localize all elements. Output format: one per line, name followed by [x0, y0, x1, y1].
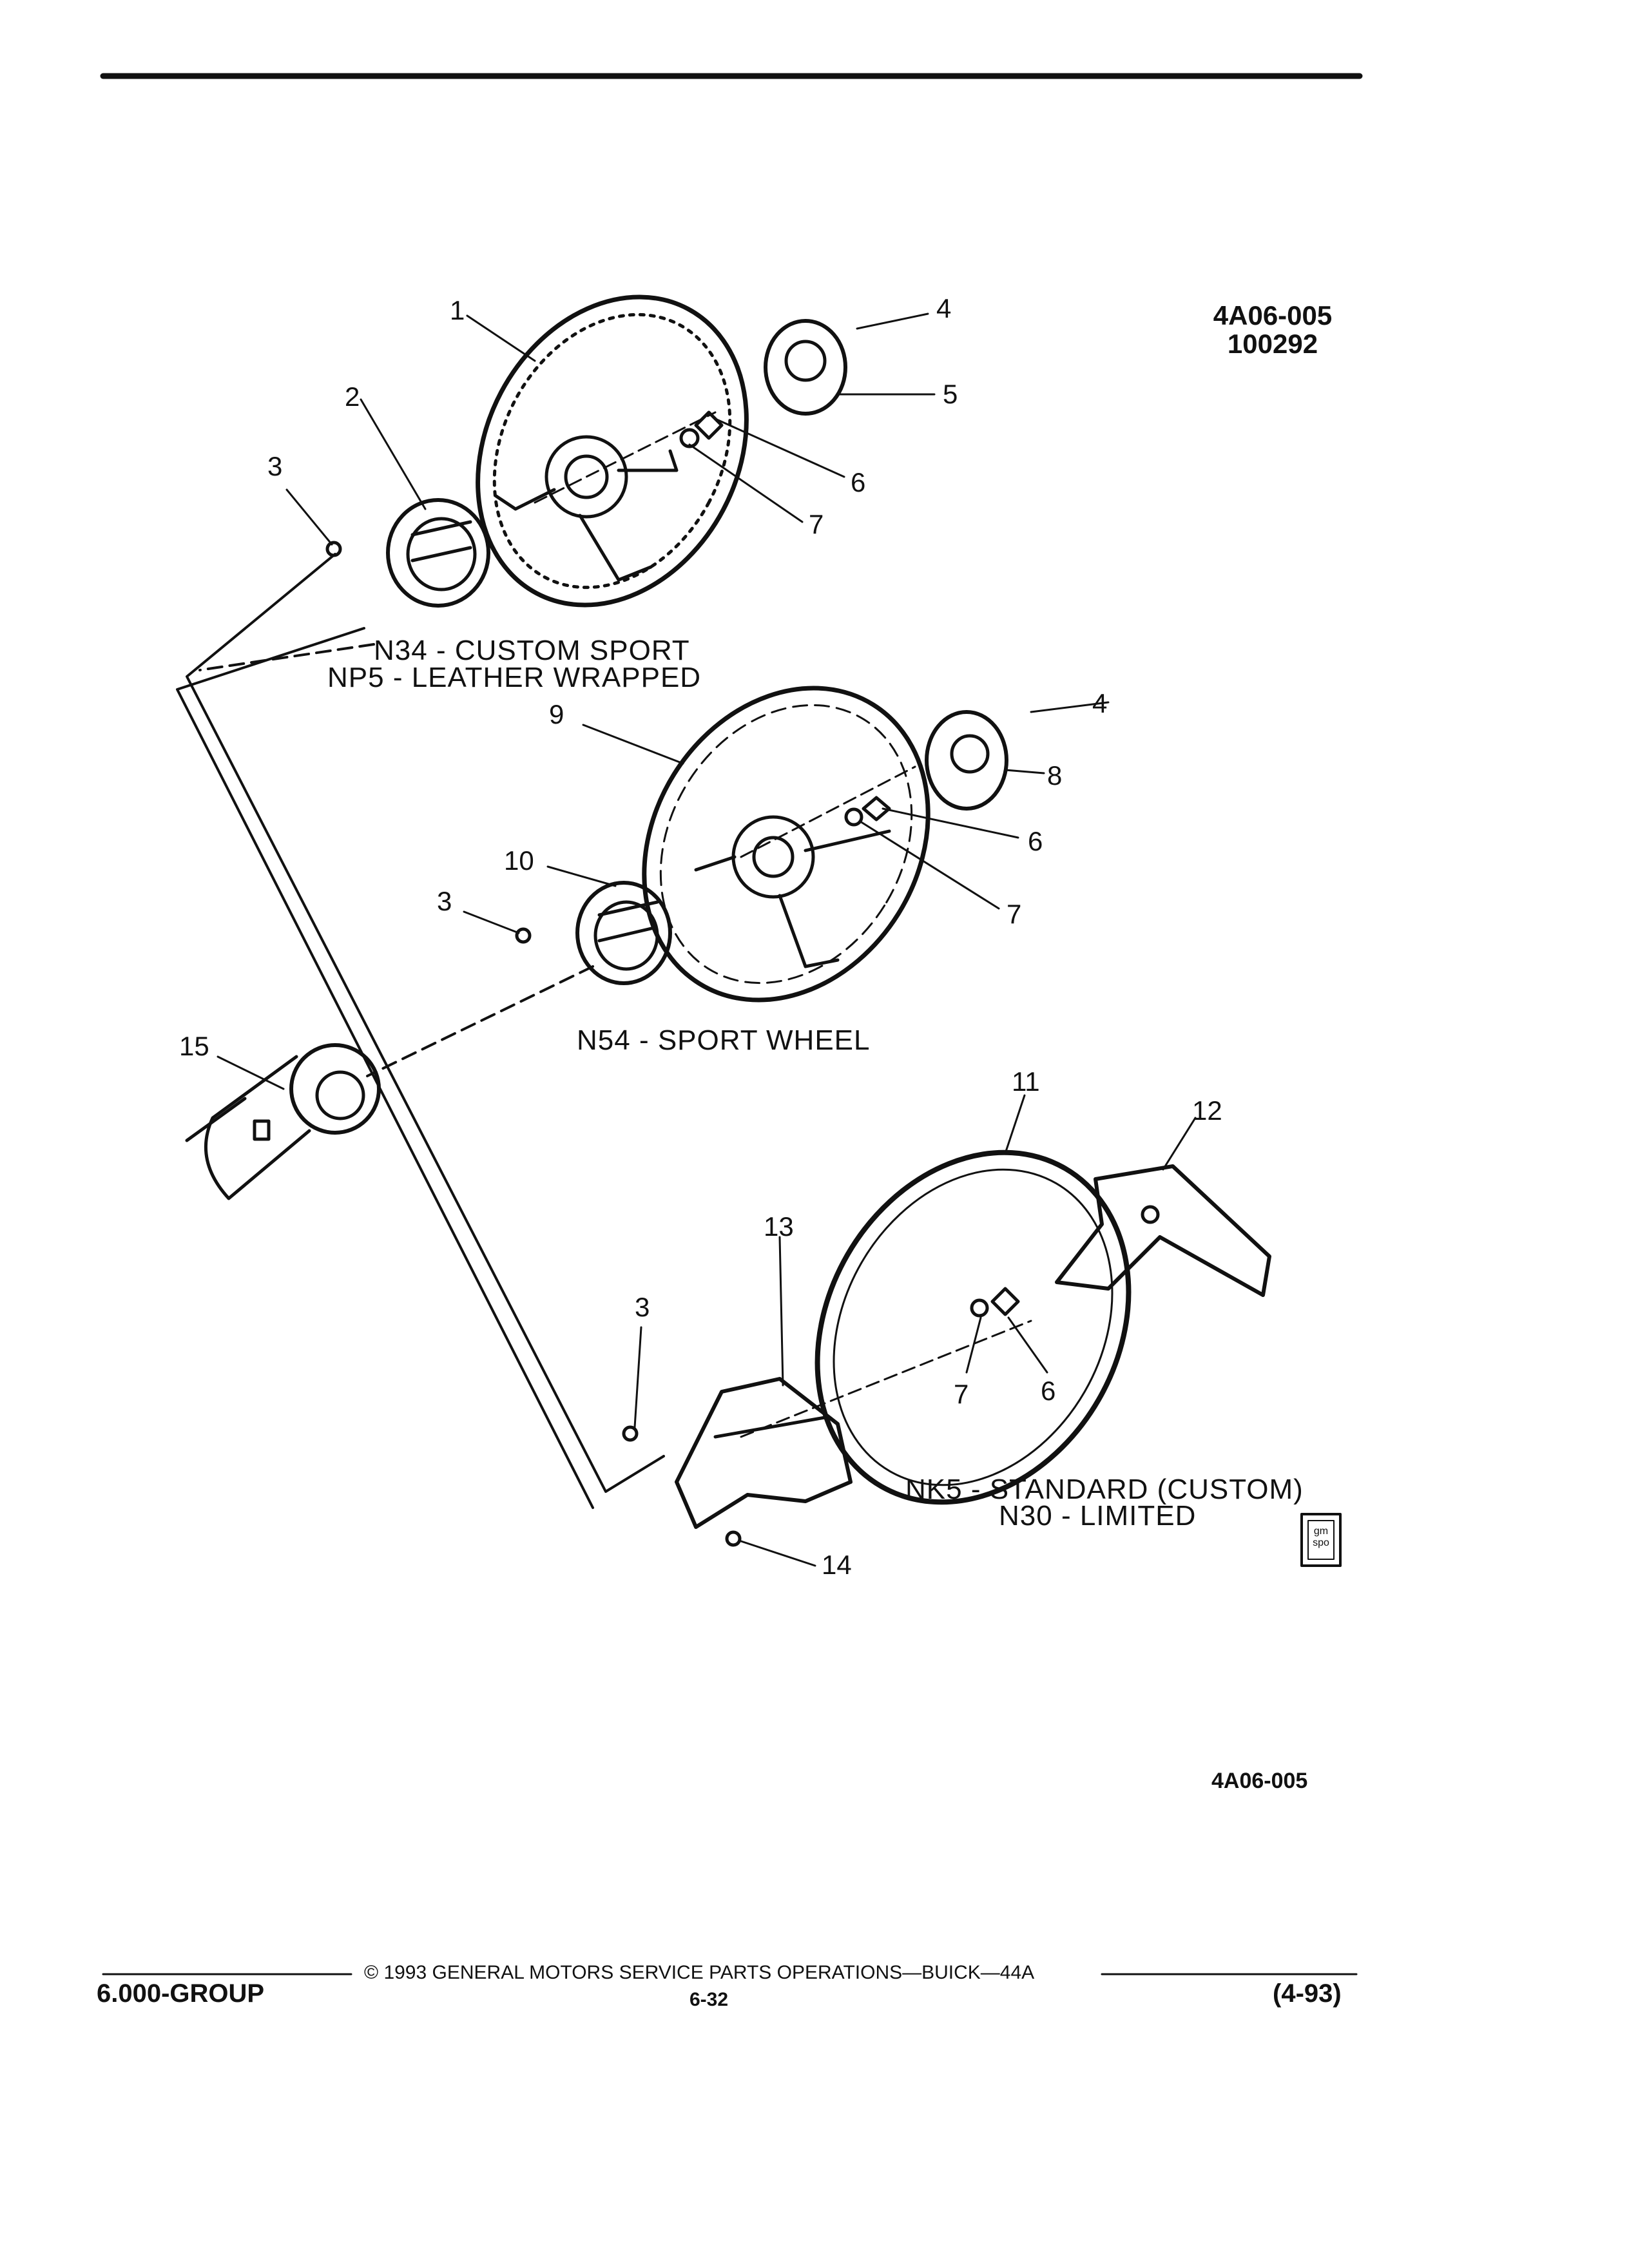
callout-6: 6: [851, 467, 866, 497]
wheel-1-assembly: [325, 294, 847, 608]
footer-group: 6.000-GROUP: [97, 1979, 265, 2008]
callout-8: 8: [1047, 760, 1063, 791]
figure-id-bottom: 4A06-005: [1211, 1769, 1308, 1793]
caption-standard-custom: NK5 - STANDARD (CUSTOM): [905, 1474, 1304, 1505]
callout-12: 12: [1192, 1095, 1222, 1126]
callout-2: 2: [345, 381, 360, 412]
callout-9: 9: [549, 699, 564, 729]
callout-10: 10: [504, 845, 534, 876]
callout-3: 3: [635, 1292, 650, 1322]
callout-11: 11: [1012, 1066, 1040, 1097]
callout-15: 15: [179, 1031, 209, 1061]
caption-sport-wheel: N54 - SPORT WHEEL: [577, 1024, 871, 1056]
callout-6: 6: [1028, 826, 1043, 856]
callout-3: 3: [267, 451, 283, 481]
callout-13: 13: [764, 1211, 794, 1242]
callout-3: 3: [437, 886, 452, 916]
wheel-3-assembly: [622, 1149, 1271, 1547]
callout-7: 7: [954, 1379, 969, 1409]
caption-limited: N30 - LIMITED: [999, 1500, 1197, 1532]
figure-number: 4A06-005: [1213, 300, 1333, 331]
connector-lines: [176, 553, 665, 1509]
gm-spo-logo: gm spo: [1313, 1526, 1329, 1548]
callout-4: 4: [936, 293, 952, 323]
caption-leather-wrapped: NP5 - LEATHER WRAPPED: [327, 662, 702, 693]
caption-custom-sport: N34 - CUSTOM SPORT: [374, 635, 690, 666]
callout-6: 6: [1041, 1376, 1056, 1406]
figure-date-code: 100292: [1227, 329, 1318, 359]
callout-14: 14: [822, 1550, 852, 1580]
callout-5: 5: [943, 379, 958, 409]
gm-spo-logo-frame: [1300, 1513, 1342, 1567]
callout-7: 7: [809, 509, 824, 539]
footer-copyright: © 1993 GENERAL MOTORS SERVICE PARTS OPER…: [364, 1962, 1035, 1983]
wheel-2-assembly: [515, 686, 1008, 1003]
footer-date: (4-93): [1273, 1979, 1342, 2008]
callout-4: 4: [1092, 688, 1108, 718]
steering-column-assembly: [185, 1043, 381, 1200]
callout-7: 7: [1007, 899, 1022, 929]
footer-page-number: 6-32: [689, 1989, 729, 2010]
figure-reference: 4A06-005 100292: [1199, 302, 1347, 358]
callout-1: 1: [450, 295, 465, 325]
